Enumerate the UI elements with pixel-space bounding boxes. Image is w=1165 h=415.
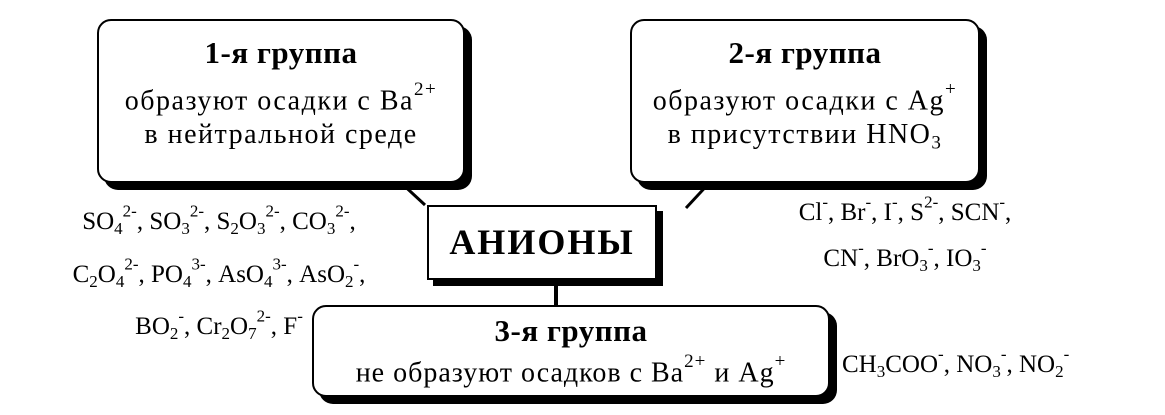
ion-formula: F-	[283, 306, 303, 341]
ion-formula: SO32-,	[149, 201, 217, 238]
anions-box: АНИОНЫ	[427, 205, 657, 280]
ion-formula: IO3-	[946, 237, 987, 275]
group-2-ions: Cl-, Br-, I-, S2-, SCN-,CN-, BrO3-, IO3-	[770, 184, 1040, 283]
ion-formula: Cl-,	[798, 192, 841, 226]
group-1-line1-sup: 2+	[413, 79, 438, 100]
ion-formula: PO43-,	[151, 253, 219, 291]
group-2-line1: образуют осадки с Ag	[652, 85, 946, 117]
group-2-line1-sup: +	[945, 79, 958, 100]
group-3-line-b-sup: +	[774, 351, 787, 372]
group-3-title: 3-я группа	[494, 313, 648, 348]
ion-formula: O42-,	[97, 253, 151, 291]
group-1-title: 1-я группа	[204, 35, 358, 70]
ion-formula: SCN-,	[950, 192, 1012, 226]
group-1-line2: в нейтральной среде	[144, 119, 418, 151]
group-1-box: 1-я группа образуют осадки с Ba2+ в нейт…	[97, 19, 465, 183]
group-1-ions: SO42-, SO32-, S2O32-, CO32-,C2O42-, PO43…	[28, 193, 410, 352]
ion-formula: S2-,	[910, 192, 951, 226]
ion-line: SO42-, SO32-, S2O32-, CO32-,	[28, 193, 410, 246]
ion-formula: BO2-,	[135, 306, 197, 344]
ion-formula: O32-,	[238, 201, 293, 238]
ion-line: C2O42-, PO43-, AsO43-, AsO2-,	[28, 246, 410, 299]
ion-formula: AsO2-,	[299, 253, 366, 291]
ion-formula: CO32-,	[292, 201, 356, 238]
group-3-line-b: и Ag	[706, 357, 775, 389]
ion-formula: CN-,	[823, 237, 877, 272]
ion-formula: O72-,	[230, 306, 284, 344]
ion-formula: I-,	[883, 192, 911, 226]
ion-formula: SO42-,	[82, 201, 150, 238]
ion-line: Cl-, Br-, I-, S2-, SCN-,	[770, 184, 1040, 230]
group-3-line-a: не образуют осадков с Ba	[355, 357, 685, 389]
ion-line: BO2-, Cr2O72-, F-	[28, 299, 410, 352]
ion-line: CH3COO-, NO3-, NO2-	[842, 336, 1142, 389]
group-2-line2-sub: 3	[931, 132, 943, 154]
anions-label: АНИОНЫ	[449, 222, 635, 262]
ion-line: CN-, BrO3-, IO3-	[770, 230, 1040, 283]
ion-formula: CH3	[842, 350, 886, 381]
group-2-line2: в присутствии HNO	[667, 119, 932, 151]
group-3-line-a-sup: 2+	[684, 351, 707, 372]
ion-formula: BrO3-,	[876, 237, 947, 275]
ion-formula: NO3-,	[956, 344, 1019, 381]
ion-formula: COO-,	[885, 344, 957, 378]
group-2-box: 2-я группа образуют осадки с Ag+ в прису…	[630, 19, 980, 183]
ion-formula: S2	[216, 207, 239, 238]
group-2-title: 2-я группа	[728, 35, 882, 70]
ion-formula: Br-,	[840, 192, 884, 226]
group-3-ions: CH3COO-, NO3-, NO2-	[842, 336, 1142, 389]
ion-formula: AsO43-,	[218, 253, 300, 291]
ion-formula: NO2-	[1018, 344, 1070, 381]
ion-formula: C2	[72, 260, 98, 291]
group-3-box: 3-я группа не образуют осадков с Ba2+ и …	[312, 305, 830, 397]
group-1-line1: образуют осадки с Ba	[124, 85, 414, 117]
ion-formula: Cr2	[196, 313, 231, 344]
